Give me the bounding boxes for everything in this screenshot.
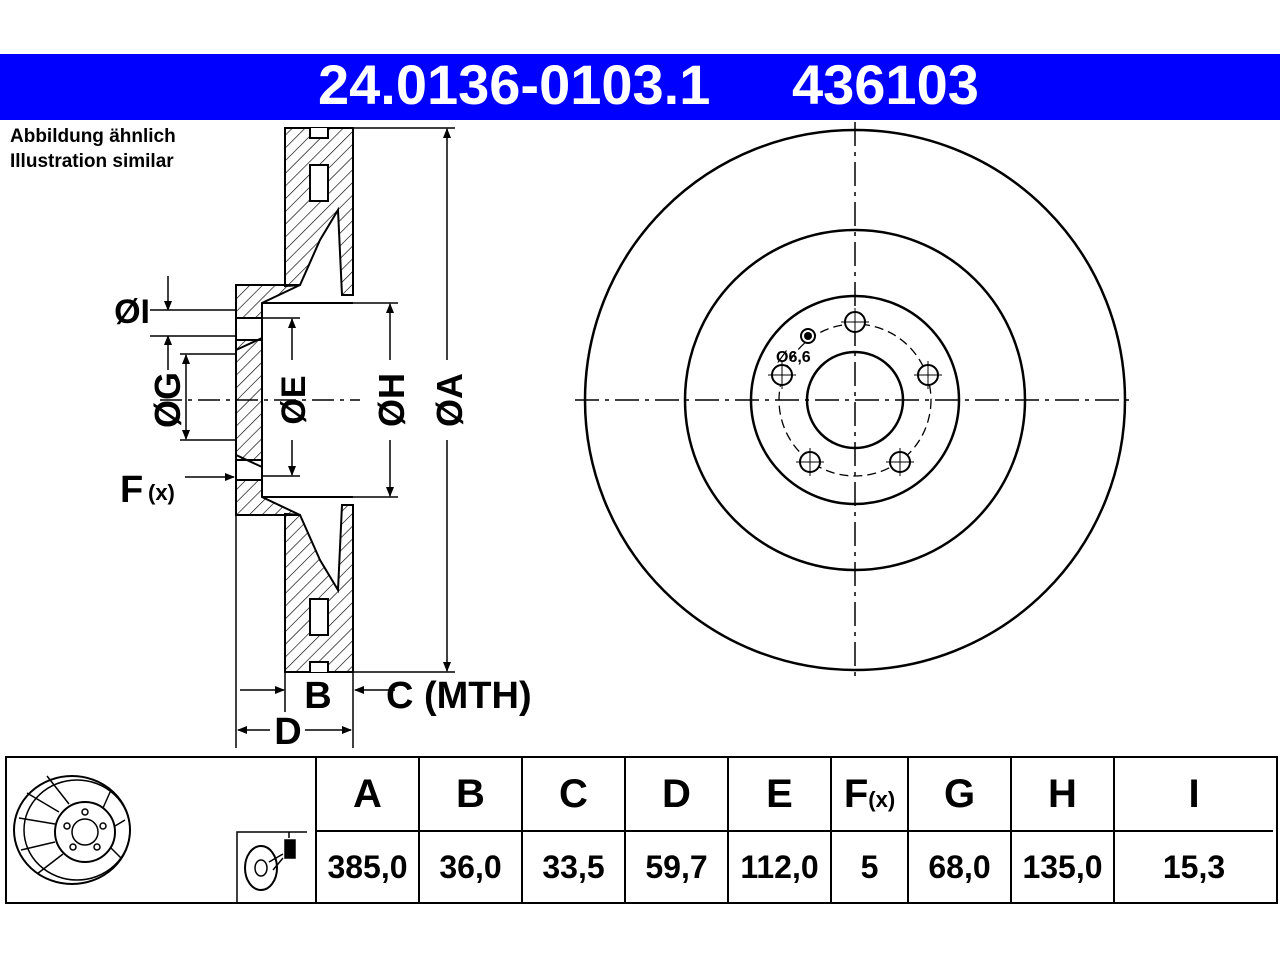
label-dia-e: ØE bbox=[275, 375, 313, 424]
value-i: 15,3 bbox=[1113, 830, 1273, 902]
spray-cleaning-icon bbox=[236, 831, 307, 902]
label-b: B bbox=[304, 675, 331, 717]
label-d: D bbox=[274, 711, 301, 753]
small-screw-hole bbox=[800, 328, 816, 344]
disc-front-view bbox=[575, 122, 1135, 678]
brake-disc-3d-icon bbox=[13, 775, 307, 902]
note-line-german: Abbildung ähnlich bbox=[10, 126, 176, 147]
header-f-sub: (x) bbox=[868, 786, 896, 812]
label-f: F bbox=[120, 469, 143, 511]
header-e: E bbox=[727, 758, 832, 832]
spec-table: A B C D E F(x) G H I 385,0 36,0 33,5 59,… bbox=[315, 758, 1273, 902]
value-c: 33,5 bbox=[521, 830, 626, 902]
label-c-mth: C (MTH) bbox=[386, 675, 532, 717]
value-a: 385,0 bbox=[315, 830, 420, 902]
cross-section-dimensions bbox=[150, 127, 455, 748]
bolt-hole bbox=[768, 361, 796, 389]
header-c: C bbox=[521, 758, 626, 832]
header-g: G bbox=[907, 758, 1012, 832]
header-b: B bbox=[418, 758, 523, 832]
header-f-letter: F bbox=[843, 771, 869, 816]
spec-value-row: 385,0 36,0 33,5 59,7 112,0 5 68,0 135,0 … bbox=[315, 830, 1273, 902]
note-line-english: Illustration similar bbox=[10, 151, 174, 172]
part-number: 24.0136-0103.1 bbox=[318, 53, 711, 116]
label-dia-a: ØA bbox=[429, 373, 470, 427]
illustration-note: Abbildung ähnlich Illustration similar bbox=[10, 124, 176, 174]
header-i: I bbox=[1113, 758, 1273, 832]
value-d: 59,7 bbox=[624, 830, 729, 902]
header-a: A bbox=[315, 758, 420, 832]
technical-drawing: ØI ØG ØE ØH ØA F (x) B C (MTH) D Ø6,6 bbox=[114, 122, 1135, 753]
bolt-hole bbox=[914, 361, 942, 389]
label-f-sub: (x) bbox=[148, 480, 175, 505]
header-banner: 24.0136-0103.1 436103 bbox=[0, 53, 1280, 120]
disc-cross-section bbox=[160, 127, 360, 673]
value-g: 68,0 bbox=[907, 830, 1012, 902]
bolt-hole bbox=[796, 448, 824, 476]
value-h: 135,0 bbox=[1010, 830, 1115, 902]
value-e: 112,0 bbox=[727, 830, 832, 902]
bolt-hole bbox=[886, 448, 914, 476]
value-f: 5 bbox=[830, 830, 909, 902]
label-dia-i: ØI bbox=[114, 293, 150, 331]
bolt-hole bbox=[841, 308, 869, 336]
reference-number: 436103 bbox=[792, 53, 979, 116]
spec-table-box: A B C D E F(x) G H I 385,0 36,0 33,5 59,… bbox=[5, 756, 1278, 904]
label-hole-diameter: Ø6,6 bbox=[776, 349, 811, 366]
header-d: D bbox=[624, 758, 729, 832]
label-dia-h: ØH bbox=[371, 373, 412, 427]
header-f: F(x) bbox=[830, 758, 909, 832]
label-dia-g: ØG bbox=[147, 372, 188, 428]
value-b: 36,0 bbox=[418, 830, 523, 902]
header-h: H bbox=[1010, 758, 1115, 832]
bolt-holes bbox=[768, 308, 942, 476]
spec-header-row: A B C D E F(x) G H I bbox=[315, 758, 1273, 832]
